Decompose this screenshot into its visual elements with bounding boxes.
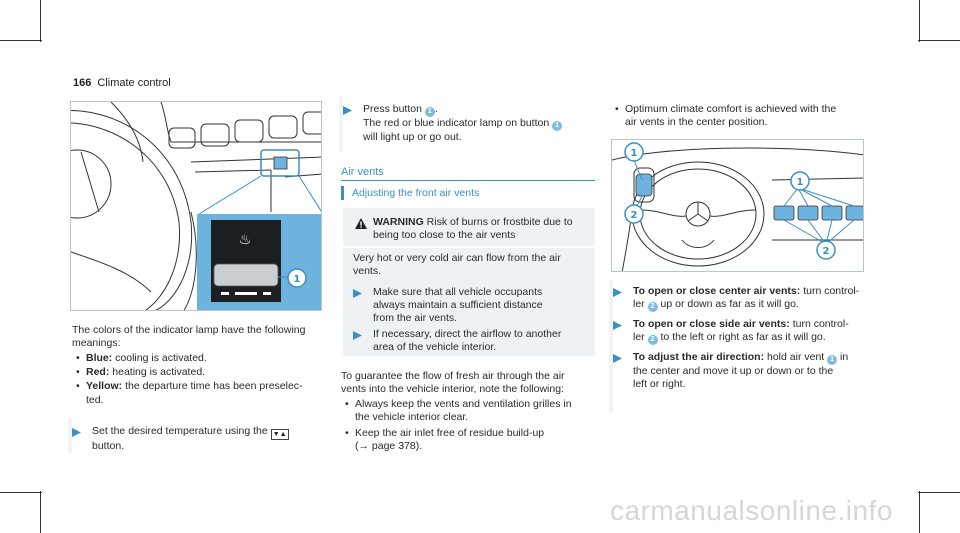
list-item-continued: ted. <box>86 394 104 406</box>
crop-mark <box>40 0 41 42</box>
list-item: Keep the air inlet free of residue build… <box>345 427 599 453</box>
set-temperature-step: Set the desired temperature using the ▼▲… <box>72 425 324 453</box>
step-arrow-icon <box>613 321 622 330</box>
guarantee-paragraph: To guarantee the flow of fresh air throu… <box>341 370 565 395</box>
dashboard-drawing: ♨ 1 <box>71 102 321 310</box>
section-rule <box>341 180 595 181</box>
warning-divider <box>343 246 595 248</box>
step-arrow-icon <box>343 106 352 115</box>
step-arrow-icon <box>353 289 362 298</box>
page-number: 166 <box>73 77 92 89</box>
press-button-step: Press button 1. The red or blue indicato… <box>343 103 595 144</box>
indicator-intro: The colors of the indicator lamp have th… <box>72 324 306 349</box>
step-arrow-icon <box>613 288 622 297</box>
air-direction-step: To adjust the air direction: hold air ve… <box>613 351 869 391</box>
svg-text:♨: ♨ <box>239 232 252 248</box>
warning-paragraph: Very hot or very cold air can flow from … <box>353 252 561 277</box>
dashboard-illustration: ♨ 1 <box>70 101 322 311</box>
step-bar <box>339 96 343 152</box>
list-item: Optimum climate comfort is achieved with… <box>615 103 865 129</box>
svg-text:2: 2 <box>823 246 830 257</box>
step-arrow-icon <box>353 331 362 340</box>
side-vents-step: To open or close side air vents: turn co… <box>613 318 869 345</box>
page-header: 166 Climate control <box>73 77 171 90</box>
list-item: Blue: cooling is activated. <box>76 352 326 365</box>
callout-badge-2: 2 <box>647 302 658 312</box>
step-arrow-icon <box>72 428 81 437</box>
guarantee-list: Always keep the vents and ventilation gr… <box>345 398 599 454</box>
step-bar <box>68 417 72 453</box>
crop-mark <box>918 492 960 493</box>
step-arrow-icon <box>613 354 622 363</box>
temperature-button-icon: ▼▲ <box>270 429 289 440</box>
svg-text:1: 1 <box>294 274 301 285</box>
watermark: carmanualsonline.info <box>610 495 893 526</box>
step-bar <box>609 280 613 412</box>
warning-box: WARNING Risk of burns or frostbite due t… <box>343 208 595 356</box>
svg-text:1: 1 <box>797 177 804 188</box>
callout-badge-1: 1 <box>827 355 838 365</box>
crop-mark <box>0 492 42 493</box>
center-vents-step: To open or close center air vents: turn … <box>613 285 869 312</box>
callout-badge-2: 2 <box>647 335 658 345</box>
warning-triangle-icon <box>355 218 367 229</box>
section-title: Air vents <box>341 166 384 178</box>
crop-mark <box>919 0 920 42</box>
meanings-list: Blue: cooling is activated. Red: heating… <box>76 352 326 407</box>
air-vents-illustration: 1 2 1 2 <box>611 139 864 272</box>
svg-text:2: 2 <box>631 210 638 221</box>
warning-step-distance: Make sure that all vehicle occupants alw… <box>353 286 589 325</box>
list-item: Red: heating is activated. <box>76 366 326 379</box>
air-vents-drawing: 1 2 1 2 <box>612 142 863 271</box>
crop-mark <box>0 40 42 41</box>
section-name: Climate control <box>97 77 171 89</box>
crop-mark <box>918 40 960 41</box>
crop-mark <box>40 491 41 533</box>
crop-mark <box>919 491 920 533</box>
optimum-comfort-note: Optimum climate comfort is achieved with… <box>615 103 865 130</box>
callout-badge-1: 1 <box>552 121 563 131</box>
list-item: Always keep the vents and ventilation gr… <box>345 398 599 424</box>
warning-heading: WARNING Risk of burns or frostbite due t… <box>373 216 573 241</box>
callout-badge-1: 1 <box>424 107 435 117</box>
warning-step-airflow: If necessary, direct the airflow to anot… <box>353 328 589 354</box>
list-item: Yellow: the departure time has been pres… <box>76 380 326 393</box>
subsection-bar <box>341 186 344 200</box>
svg-text:1: 1 <box>631 148 638 159</box>
subsection-title: Adjusting the front air vents <box>352 187 480 199</box>
